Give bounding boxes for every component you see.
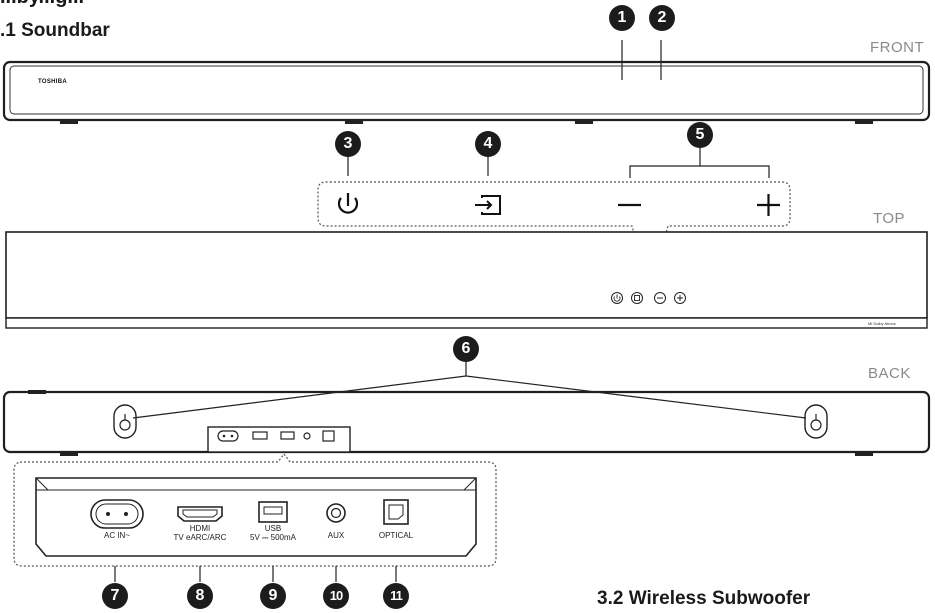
- callout-badge-10: 10: [323, 583, 349, 609]
- foot: [855, 120, 873, 124]
- foot: [575, 120, 593, 124]
- dolby-atmos-badge: Mi Dolby Atmos: [868, 321, 896, 326]
- top-volume-down-button: [654, 292, 666, 304]
- port-panel-small: [207, 426, 351, 453]
- top-source-button: [631, 292, 643, 304]
- back-view-label: BACK: [868, 365, 911, 382]
- soundbar-front-view: [2, 40, 931, 124]
- callout-badge-6: 6: [453, 336, 479, 362]
- foot: [345, 120, 363, 124]
- optical-label: OPTICAL: [378, 531, 414, 540]
- power-icon: [337, 193, 359, 214]
- usb-port: [258, 501, 288, 523]
- callout-badge-9: 9: [260, 583, 286, 609]
- top-view-label: TOP: [873, 210, 906, 227]
- callout-badge-5: 5: [687, 122, 713, 148]
- callout-badge-1: 1: [609, 5, 635, 31]
- usb-label-2: 5V ⎓ 500mA: [250, 533, 296, 542]
- wall-mount-keyhole-right: [804, 404, 828, 439]
- brand-logo: TOSHIBA: [38, 79, 67, 85]
- optical-port: [383, 499, 409, 525]
- next-section-heading: 3.2 Wireless Subwoofer: [597, 588, 811, 609]
- callout-badge-3: 3: [335, 131, 361, 157]
- callout-badge-4: 4: [475, 131, 501, 157]
- soundbar-top-view: [5, 231, 928, 329]
- front-view-label: FRONT: [870, 39, 925, 56]
- hdmi-label-2: TV eARC/ARC: [173, 533, 227, 542]
- section-heading: ...by...g...: [0, 0, 84, 9]
- callout-badge-8: 8: [187, 583, 213, 609]
- callout-badge-7: 7: [102, 583, 128, 609]
- ac-in-port: [90, 499, 144, 529]
- input-source-icon: [475, 195, 501, 215]
- foot: [60, 120, 78, 124]
- aux-port: [326, 503, 346, 523]
- section-subheading: .1 Soundbar: [0, 20, 110, 41]
- wall-mount-keyhole-left: [113, 404, 137, 439]
- port-detail-callout: [13, 453, 497, 582]
- hdmi-label-1: HDMI: [189, 524, 211, 533]
- ac-in-label: AC IN~: [103, 531, 130, 540]
- usb-label-1: USB: [264, 524, 282, 533]
- hdmi-port: [177, 506, 223, 522]
- top-power-button: [611, 292, 623, 304]
- callout-badge-2: 2: [649, 5, 675, 31]
- callout-badge-11: 11: [383, 583, 409, 609]
- plus-icon: [757, 194, 780, 216]
- soundbar-back-view: [2, 362, 931, 456]
- aux-label: AUX: [327, 531, 345, 540]
- top-volume-up-button: [674, 292, 686, 304]
